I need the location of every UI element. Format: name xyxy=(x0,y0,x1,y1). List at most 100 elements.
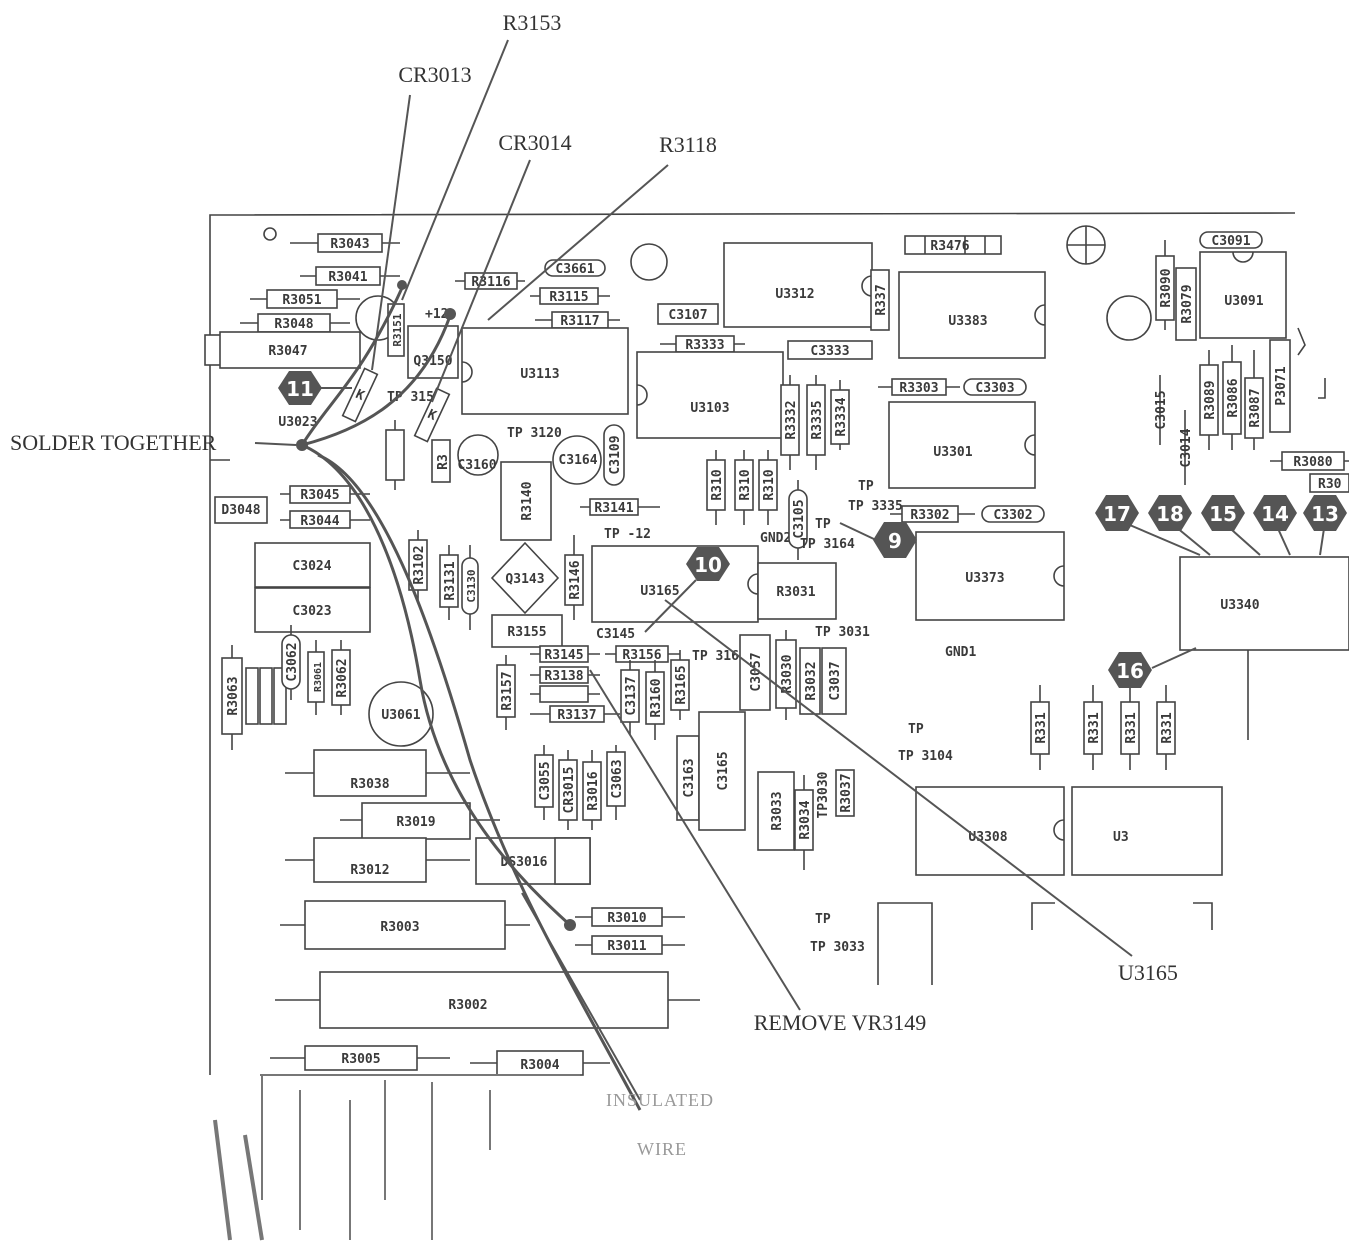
resistor-r3334: R3334 xyxy=(830,380,850,450)
resistor-r3080: R3080 xyxy=(1270,451,1349,471)
resistor-r3150: R3 xyxy=(431,439,451,483)
label-gnd2: GND2 xyxy=(760,531,791,546)
label-r3037: R3037 xyxy=(839,773,854,812)
label-c3165: C3165 xyxy=(716,751,731,790)
label-r3137: R3137 xyxy=(557,708,596,723)
label-r3005: R3005 xyxy=(341,1052,380,1067)
label-c3015: C3015 xyxy=(1154,390,1169,429)
label-tp3031: TP 3031 xyxy=(815,625,870,640)
svg-text:16: 16 xyxy=(1116,659,1144,683)
label-u3165: U3165 xyxy=(640,584,679,599)
label-c3130: C3130 xyxy=(465,569,478,602)
label-c3063: C3063 xyxy=(610,759,625,798)
small-parts-cluster xyxy=(245,667,287,725)
label-c3164: C3164 xyxy=(558,453,597,468)
label-u3301: U3301 xyxy=(933,445,972,460)
resistor-r3086: R3086 xyxy=(1222,345,1242,450)
label-tp: TP xyxy=(815,517,831,532)
label-q3143: Q3143 xyxy=(505,572,544,587)
label-c3091: C3091 xyxy=(1211,234,1250,249)
resistor-r3302: R3302 xyxy=(890,505,975,523)
label-r3041: R3041 xyxy=(328,270,367,285)
label-r3030: R3030 xyxy=(780,654,795,693)
label-r3032: R3032 xyxy=(804,661,819,700)
label-r3031: R3031 xyxy=(776,585,815,600)
resistor-r3155: R3155 xyxy=(491,614,563,648)
resistor-r3047: R3047 xyxy=(204,331,361,369)
diode-cr3015: CR3015 xyxy=(558,750,578,830)
label-r3045: R3045 xyxy=(300,488,339,503)
label-u3373: U3373 xyxy=(965,571,1004,586)
label-r3102: R3102 xyxy=(412,545,427,584)
label-c3023: C3023 xyxy=(292,604,331,619)
label-r3141: R3141 xyxy=(594,501,633,516)
ic-u3312: U3312 xyxy=(723,242,873,328)
callout-solder-together: SOLDER TOGETHER xyxy=(10,430,217,455)
label-r3048: R3048 xyxy=(274,317,313,332)
label-r3047: R3047 xyxy=(268,344,307,359)
resistor-r3333: R3333 xyxy=(660,335,745,353)
resistor-r3138: R3138 xyxy=(530,666,600,684)
resistor-r3002: R3002 xyxy=(275,971,700,1029)
label-c3057: C3057 xyxy=(749,652,764,691)
resistor-r3079: R3079 xyxy=(1175,267,1197,341)
label-r331a: R331 xyxy=(1034,712,1049,743)
label-tp3033: TP 3033 xyxy=(810,940,865,955)
label-r3089: R3089 xyxy=(1203,380,1218,419)
label-r3086: R3086 xyxy=(1226,378,1241,417)
label-r3105: R310 xyxy=(762,469,777,500)
resistor-r3030: R3030 xyxy=(775,630,797,720)
resistor-r3043: R3043 xyxy=(290,233,400,253)
step-marker-13: 13 xyxy=(1303,495,1347,531)
label-r331b: R331 xyxy=(1087,712,1102,743)
capacitor-c3163: C3163 xyxy=(676,735,700,821)
capacitor-c3164: C3164 xyxy=(552,435,602,485)
resistor-r3146: R3146 xyxy=(564,535,584,620)
callout-cr3013: CR3013 xyxy=(398,62,471,87)
label-r3062: R3062 xyxy=(335,658,350,697)
mounting-hole xyxy=(1106,295,1152,341)
label-r3140: R3140 xyxy=(520,481,535,520)
resistor-r3105: R310 xyxy=(758,450,778,525)
callout-remove-vr3149: REMOVE VR3149 xyxy=(754,1010,927,1035)
label-r3103: R310 xyxy=(738,469,753,500)
capacitor-c3014: C3014 xyxy=(1179,410,1194,485)
resistor-r3103: R310 xyxy=(734,450,754,525)
ic-u3309: U3 xyxy=(1071,786,1223,876)
ic-u3340: U3340 xyxy=(1179,556,1349,740)
capacitor-c3063: C3063 xyxy=(606,745,626,820)
label-u3340: U3340 xyxy=(1220,598,1259,613)
capacitor-c3109: C3109 xyxy=(603,424,625,486)
label-r337: R337 xyxy=(874,284,889,315)
svg-text:9: 9 xyxy=(888,529,902,553)
label-r3476: R3476 xyxy=(930,239,969,254)
label-tp3033-a: TP xyxy=(815,912,831,927)
svg-text:10: 10 xyxy=(694,553,722,577)
capacitor-c3160: C3160 xyxy=(457,434,499,476)
label-r3087: R3087 xyxy=(1248,388,1263,427)
resistor-r3145: R3145 xyxy=(530,645,600,663)
label-r3156: R3156 xyxy=(622,648,661,663)
capacitor-c3303: C3303 xyxy=(963,378,1027,396)
label-r3016: R3016 xyxy=(586,771,601,810)
capacitor-c3661: C3661 xyxy=(544,259,606,277)
ic-u3091: U3091 xyxy=(1199,251,1287,339)
resistor-r3044: R3044 xyxy=(280,510,370,529)
diode-d3048: D3048 xyxy=(214,496,268,524)
label-r3333: R3333 xyxy=(685,338,724,353)
capacitor-c3145: C3145 xyxy=(596,627,635,642)
label-r3090: R3090 xyxy=(1159,268,1174,307)
label-r3151: R3151 xyxy=(391,313,404,346)
label-c3109: C3109 xyxy=(608,435,623,474)
resistor-r3051: R3051 xyxy=(250,289,360,309)
callout-wire: WIRE xyxy=(637,1139,687,1159)
label-u3312: U3312 xyxy=(775,287,814,302)
diode-cr3013: K xyxy=(341,367,379,423)
corner-mark xyxy=(1318,378,1326,399)
capacitor-c3107: C3107 xyxy=(657,303,719,325)
capacitor-c3302: C3302 xyxy=(981,505,1045,523)
resistor-r3335: R3335 xyxy=(806,375,826,470)
connector-outline xyxy=(877,902,1213,985)
label-r3157: R3157 xyxy=(500,671,515,710)
resistor-r3037: R3037 xyxy=(835,769,855,817)
